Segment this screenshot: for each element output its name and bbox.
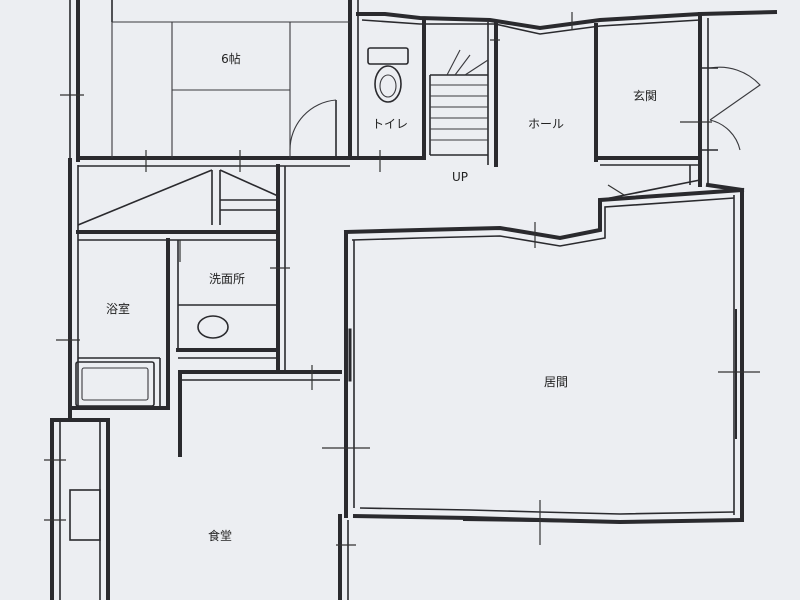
label-toilet: トイレ <box>372 117 408 131</box>
kitchen-sink <box>69 489 101 541</box>
dimension-ticks <box>44 12 760 546</box>
staircase <box>429 49 489 156</box>
label-stair-up: UP <box>452 170 468 184</box>
label-living: 居間 <box>544 375 568 389</box>
label-entrance: 玄関 <box>633 88 657 103</box>
entrance-door <box>680 66 761 151</box>
label-dining: 食堂 <box>208 528 232 543</box>
tatami-mats <box>111 21 350 158</box>
label-hall: ホール <box>528 117 564 131</box>
window-marks <box>348 308 743 524</box>
washbasin <box>197 315 229 339</box>
tatami-door <box>289 99 337 158</box>
toilet-fixture <box>367 47 409 103</box>
label-tatami: 6帖 <box>221 51 241 66</box>
bathtub <box>75 361 155 407</box>
label-washroom: 洗面所 <box>209 272 245 286</box>
room-labels: 6帖 トイレ ホール 玄関 UP 浴室 洗面所 居間 食堂 <box>106 51 657 543</box>
interior-walls <box>68 0 745 600</box>
exterior-walls <box>50 0 778 600</box>
label-bath: 浴室 <box>106 301 130 316</box>
